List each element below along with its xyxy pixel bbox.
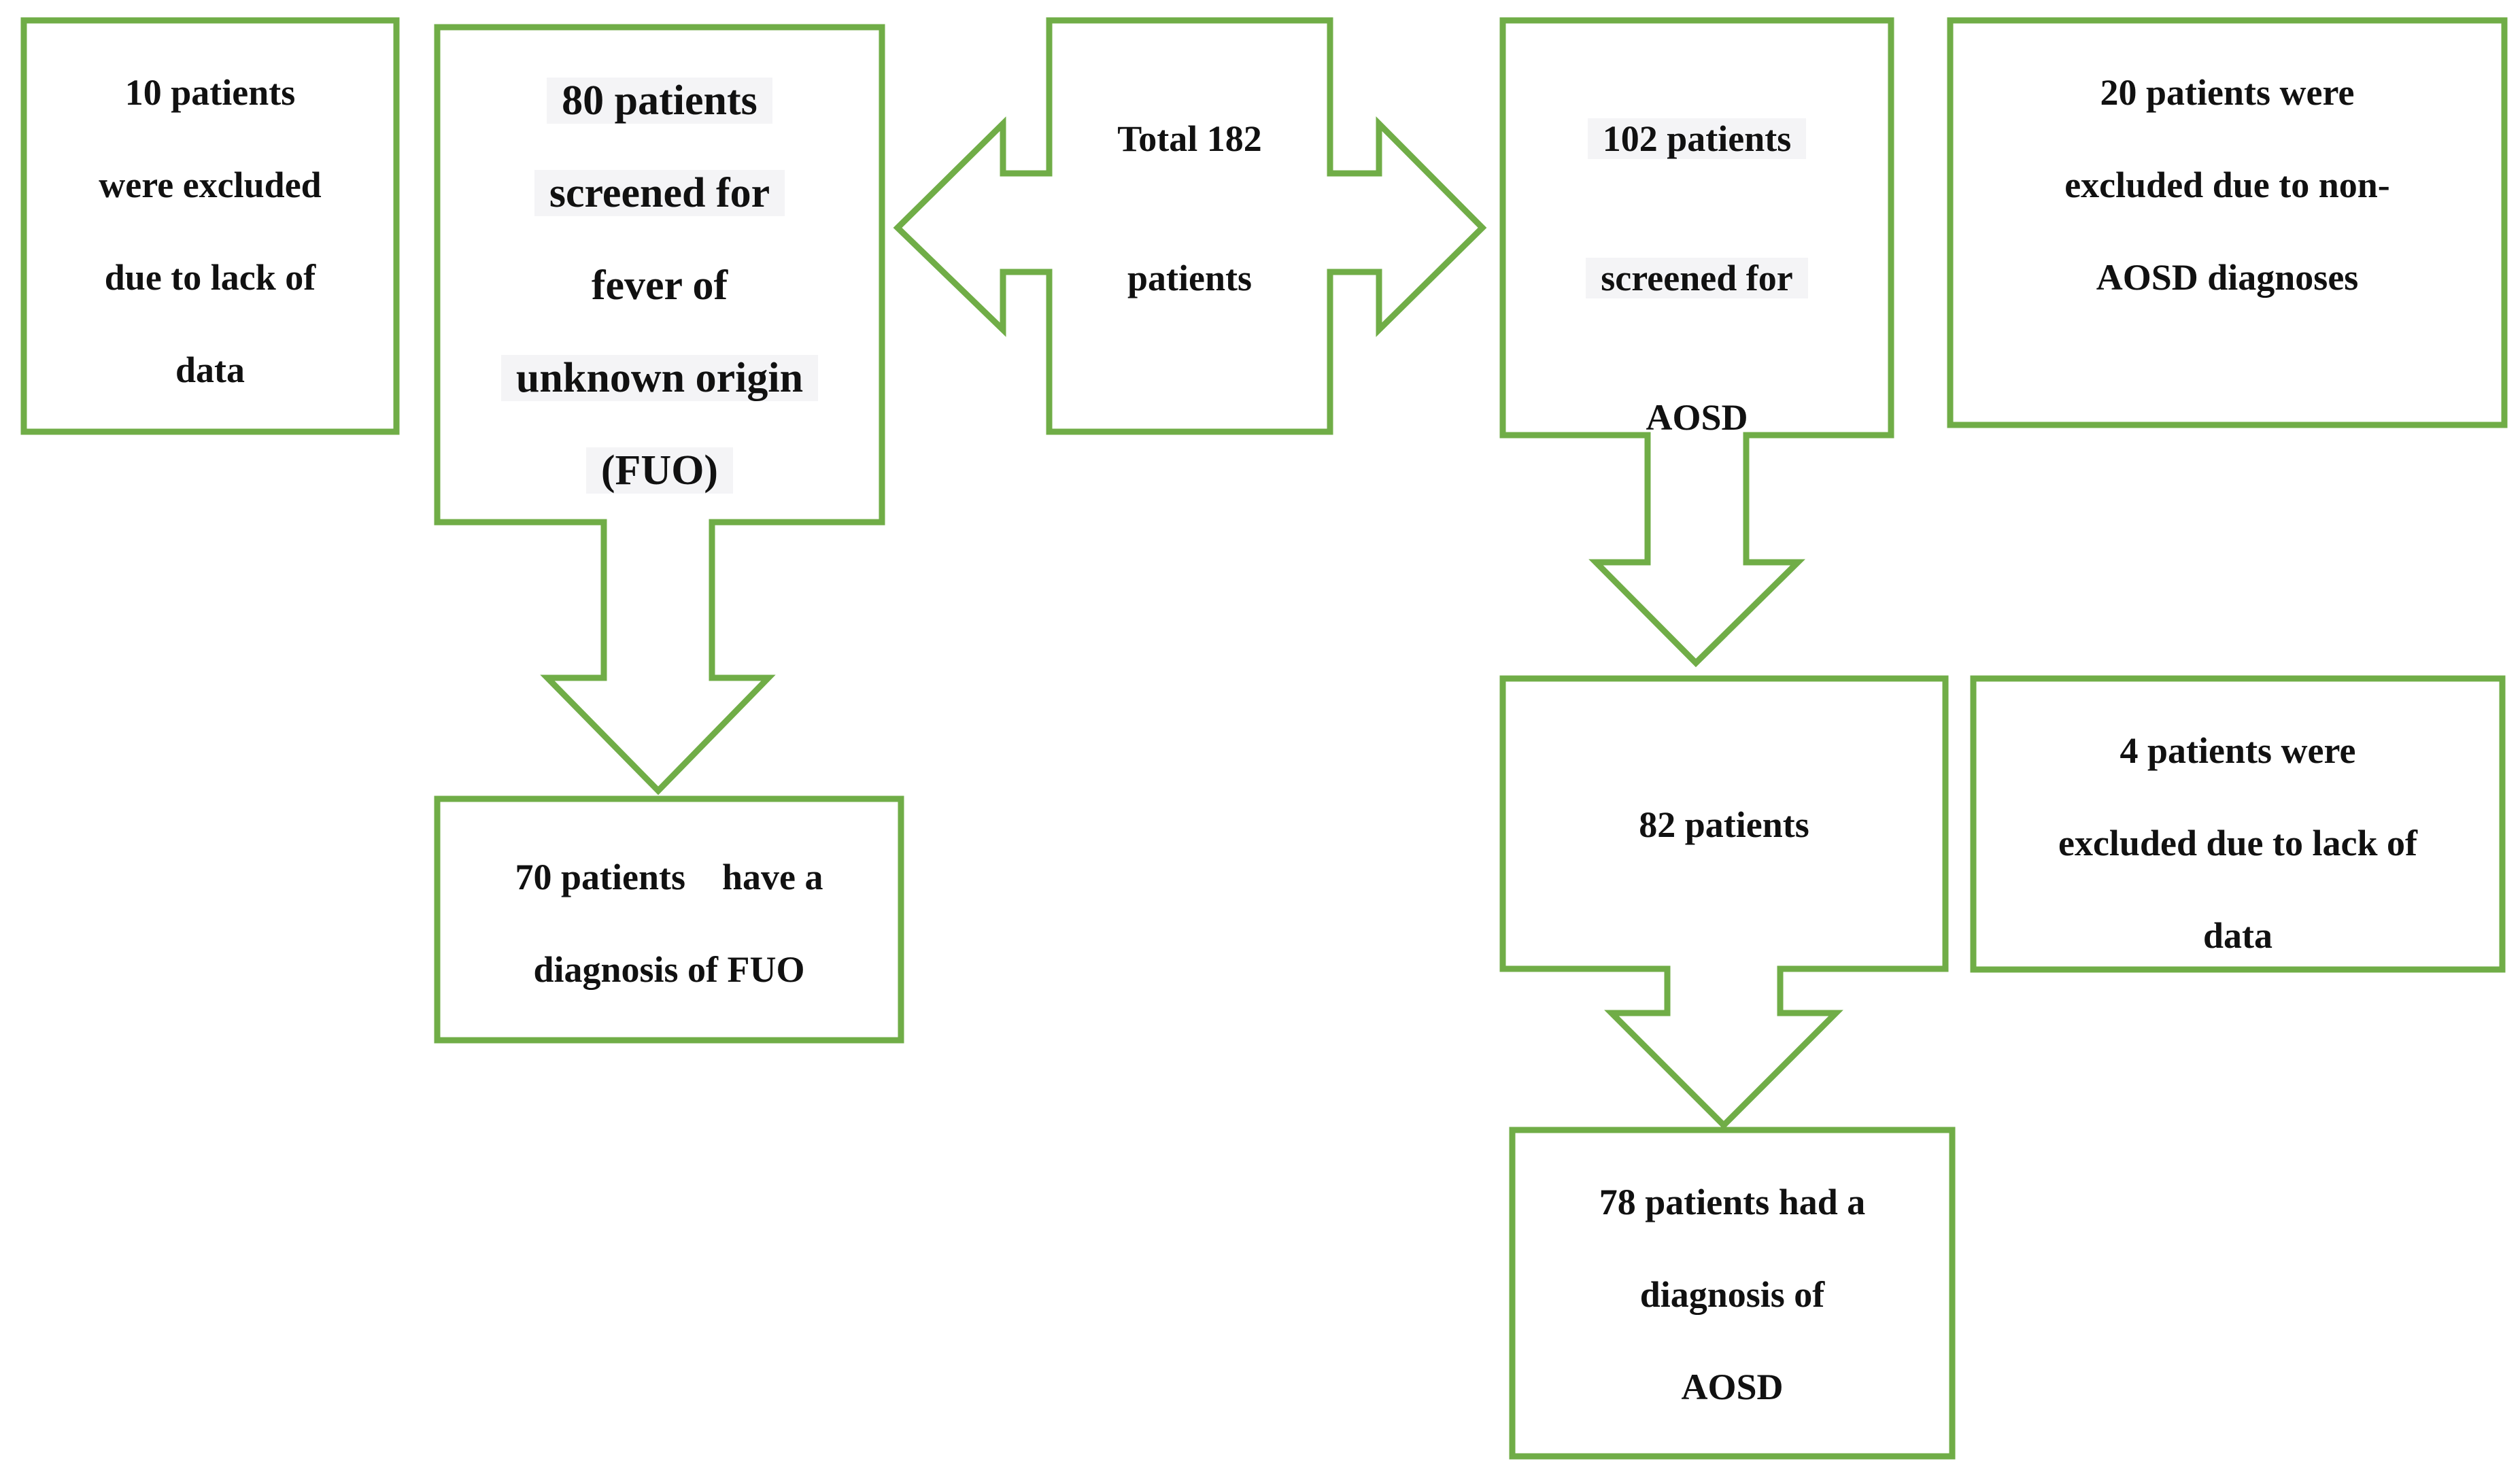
screened-aosd-callout <box>1499 17 1894 668</box>
text-line: 4 patients were <box>2119 730 2356 771</box>
text-line: (FUO) <box>585 447 734 494</box>
text-line: due to lack of <box>104 257 316 298</box>
text-line: AOSD <box>1646 397 1748 438</box>
fuo-diagnosis-text: 70 patients have a diagnosis of FUO <box>437 831 901 1016</box>
text-line: 80 patients <box>547 78 772 124</box>
text-line: unknown origin <box>500 355 819 401</box>
excluded-lack-of-data-left-text: 10 patients were excluded due to lack of… <box>24 46 396 416</box>
text-line: 10 patients <box>124 72 296 113</box>
text-line: AOSD <box>1681 1367 1784 1407</box>
text-line: data <box>2202 915 2272 956</box>
total-text: Total 182 patients <box>1049 69 1330 348</box>
screened-fuo-text: 80 patients screened for fever of unknow… <box>437 54 882 517</box>
text-line: 102 patients <box>1587 118 1807 159</box>
text-line: excluded due to lack of <box>2058 823 2417 863</box>
screened-aosd-text: 102 patients screened for AOSD <box>1503 69 1891 487</box>
text-line: diagnosis of FUO <box>533 949 805 990</box>
aosd-diagnosis-box <box>1509 1127 1956 1460</box>
text-line: 20 patients were <box>2100 72 2355 113</box>
excluded-lack-of-data-right-box <box>1970 675 2506 973</box>
text-line: screened for <box>1586 258 1808 298</box>
text-line: patients <box>1127 258 1252 298</box>
text-line: fever of <box>591 262 728 309</box>
text-line: AOSD diagnoses <box>2096 257 2359 298</box>
text-line: 70 patients have a <box>515 857 823 897</box>
text-line: screened for <box>534 170 785 216</box>
fuo-diagnosis-box <box>434 795 904 1044</box>
excluded-non-aosd-box <box>1947 17 2508 428</box>
text-line: data <box>175 349 245 390</box>
screened-fuo-callout <box>434 24 885 795</box>
text-line: 78 patients had a <box>1599 1182 1866 1222</box>
text-line: excluded due to non- <box>2064 165 2390 205</box>
aosd-diagnosis-text: 78 patients had a diagnosis of AOSD <box>1512 1156 1952 1433</box>
text-line: Total 182 <box>1117 118 1262 159</box>
text-line: 82 patients <box>1639 804 1809 845</box>
total-double-arrow <box>893 17 1487 435</box>
aosd-82-text: 82 patients <box>1503 778 1945 871</box>
text-line: diagnosis of <box>1639 1274 1825 1315</box>
aosd-82-callout <box>1499 675 1949 1130</box>
excluded-non-aosd-text: 20 patients were excluded due to non- AO… <box>1950 46 2504 324</box>
excluded-lack-of-data-right-text: 4 patients were excluded due to lack of … <box>1973 704 2502 982</box>
excluded-lack-of-data-left-box <box>20 17 400 435</box>
text-line: were excluded <box>99 165 322 205</box>
